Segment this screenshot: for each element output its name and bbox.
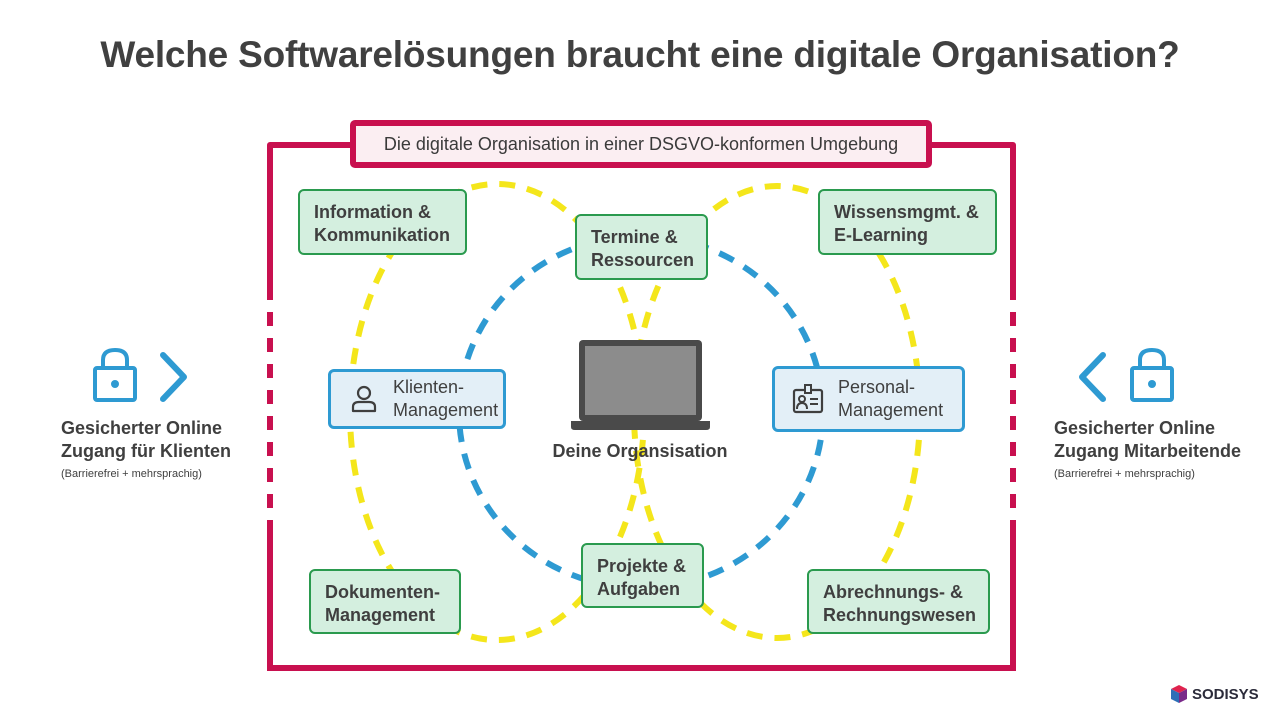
module-label-line2: Management xyxy=(393,400,499,420)
module-label-line1: Abrechnungs- & xyxy=(823,582,964,602)
id-badge-icon xyxy=(792,384,824,414)
access-left-line2: Zugang für Klienten xyxy=(61,441,231,461)
module-klienten-management[interactable]: Klienten- Management xyxy=(328,369,506,429)
access-left: Gesicherter Online Zugang für Klienten (… xyxy=(61,417,301,480)
access-left-line1: Gesicherter Online xyxy=(61,418,223,438)
center-label: Deine Organsisation xyxy=(552,441,728,461)
module-label-line1: Personal- xyxy=(838,377,916,397)
module-label-line1: Information & xyxy=(314,202,431,222)
frame-label: Die digitale Organisation in einer DSGVO… xyxy=(350,120,932,168)
module-label-line2: Ressourcen xyxy=(591,250,695,270)
laptop-icon xyxy=(571,340,710,430)
module-dokumenten-management[interactable]: Dokumenten- Management xyxy=(309,569,461,634)
access-right: Gesicherter Online Zugang Mitarbeitende … xyxy=(1054,417,1280,480)
module-label-line2: Rechnungswesen xyxy=(823,605,977,625)
module-personal-management[interactable]: Personal- Management xyxy=(772,366,965,432)
chevron-left-icon xyxy=(1079,352,1106,402)
module-label-line2: Kommunikation xyxy=(314,225,451,245)
module-label-line1: Klienten- xyxy=(393,377,465,397)
module-label-line2: Management xyxy=(838,400,944,420)
module-wissensmgmt-elearning[interactable]: Wissensmgmt. & E-Learning xyxy=(818,189,997,255)
lock-keyhole xyxy=(111,380,119,388)
brand-logo: SODISYS xyxy=(1170,684,1259,704)
module-label-line2: Aufgaben xyxy=(597,579,680,599)
access-right-note: (Barrierefrei + mehrsprachig) xyxy=(1054,468,1195,480)
module-abrechnungs-rechnungswesen[interactable]: Abrechnungs- & Rechnungswesen xyxy=(807,569,990,634)
module-label-line1: Termine & xyxy=(591,227,678,247)
page-title: Welche Softwarelösungen braucht eine dig… xyxy=(100,34,1180,75)
module-label-line2: E-Learning xyxy=(834,225,929,245)
chevron-right-icon xyxy=(160,352,187,402)
module-label-line1: Wissensmgmt. & xyxy=(834,202,979,222)
module-label-line1: Projekte & xyxy=(597,556,687,576)
access-right-line2: Zugang Mitarbeitende xyxy=(1054,441,1242,461)
module-projekte-aufgaben[interactable]: Projekte & Aufgaben xyxy=(581,543,704,608)
cube-logo-icon xyxy=(1171,685,1187,703)
frame-top-border xyxy=(267,520,1016,671)
access-right-line1: Gesicherter Online xyxy=(1054,418,1216,438)
module-information-kommunikation[interactable]: Information & Kommunikation xyxy=(298,189,467,255)
access-left-note: (Barrierefrei + mehrsprachig) xyxy=(61,468,202,480)
lock-icon xyxy=(1130,347,1174,402)
module-termine-ressourcen[interactable]: Termine & Ressourcen xyxy=(575,214,708,280)
module-label-line2: Management xyxy=(325,605,436,625)
lock-keyhole xyxy=(1148,380,1156,388)
lock-icon xyxy=(93,347,137,402)
person-icon xyxy=(351,385,377,413)
brand-name: SODISYS xyxy=(1192,685,1259,703)
module-label-line1: Dokumenten- xyxy=(325,582,441,602)
